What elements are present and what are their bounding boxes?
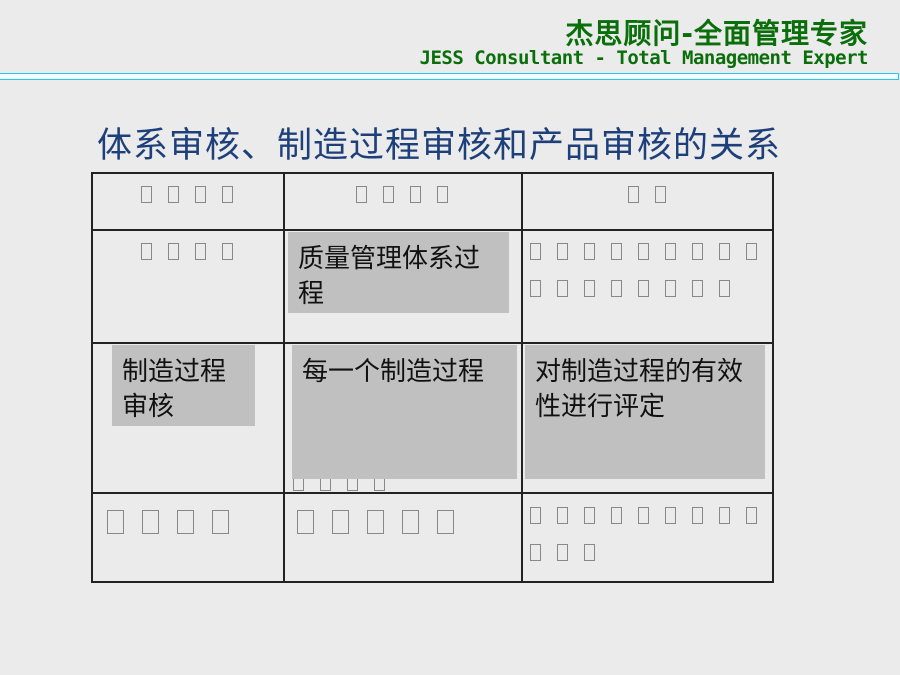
missing-glyph-box bbox=[719, 280, 730, 297]
slide-title: 体系审核、制造过程审核和产品审核的关系 bbox=[97, 126, 782, 166]
table-cell bbox=[522, 232, 772, 306]
missing-glyph-box bbox=[530, 507, 541, 524]
missing-glyph-box bbox=[383, 186, 394, 203]
missing-glyph-box bbox=[557, 507, 568, 524]
brand-title: 杰思顾问-全面管理专家 bbox=[565, 17, 868, 50]
missing-glyph-box bbox=[584, 243, 595, 260]
missing-glyph-box bbox=[530, 280, 541, 297]
missing-glyph-box bbox=[665, 280, 676, 297]
missing-glyph-box bbox=[402, 509, 419, 534]
missing-glyph-box bbox=[142, 509, 159, 534]
missing-glyph-box bbox=[655, 186, 666, 203]
table-cell-highlight: 质量管理体系过程 bbox=[288, 232, 509, 313]
missing-glyph-box bbox=[746, 507, 757, 524]
missing-glyph-box bbox=[195, 243, 206, 260]
missing-glyph-box bbox=[719, 243, 730, 260]
missing-glyph-box bbox=[222, 243, 233, 260]
missing-glyph-box bbox=[437, 186, 448, 203]
missing-glyph-box bbox=[584, 544, 595, 561]
missing-glyph-box bbox=[168, 243, 179, 260]
missing-glyph-box bbox=[141, 186, 152, 203]
header-cell bbox=[521, 175, 773, 213]
missing-glyph-box bbox=[356, 186, 367, 203]
brand-tagline: JESS Consultant - Total Management Exper… bbox=[419, 47, 869, 69]
missing-glyph-box bbox=[638, 507, 649, 524]
missing-glyph-box bbox=[611, 280, 622, 297]
missing-glyph-box bbox=[638, 280, 649, 297]
table-cell-highlight: 制造过程审核 bbox=[112, 345, 255, 426]
table-cell bbox=[522, 496, 772, 570]
missing-glyph-box bbox=[557, 280, 568, 297]
missing-glyph-box bbox=[692, 507, 703, 524]
table-cell-highlight: 每一个制造过程 bbox=[292, 345, 517, 479]
missing-glyph-box bbox=[410, 186, 421, 203]
table-cell bbox=[288, 502, 463, 540]
missing-glyph-box bbox=[222, 186, 233, 203]
missing-glyph-box bbox=[665, 243, 676, 260]
header-cell bbox=[283, 175, 521, 213]
missing-glyph-box bbox=[530, 243, 541, 260]
missing-glyph-box bbox=[557, 544, 568, 561]
missing-glyph-box bbox=[611, 507, 622, 524]
header-divider bbox=[0, 73, 899, 80]
missing-glyph-box bbox=[611, 243, 622, 260]
missing-glyph-box bbox=[177, 509, 194, 534]
missing-glyph-box bbox=[692, 243, 703, 260]
table-cell bbox=[91, 232, 283, 270]
missing-glyph-box bbox=[584, 507, 595, 524]
missing-glyph-box bbox=[557, 243, 568, 260]
table-cell-highlight: 对制造过程的有效性进行评定 bbox=[525, 345, 765, 479]
header-cell bbox=[91, 175, 283, 213]
missing-glyph-box bbox=[437, 509, 454, 534]
missing-glyph-box bbox=[141, 243, 152, 260]
missing-glyph-box bbox=[628, 186, 639, 203]
missing-glyph-box bbox=[297, 509, 314, 534]
missing-glyph-box bbox=[530, 544, 541, 561]
missing-glyph-box bbox=[195, 186, 206, 203]
missing-glyph-box bbox=[719, 507, 730, 524]
missing-glyph-box bbox=[665, 507, 676, 524]
missing-glyph-box bbox=[692, 280, 703, 297]
missing-glyph-box bbox=[168, 186, 179, 203]
missing-glyph-box bbox=[584, 280, 595, 297]
missing-glyph-box bbox=[746, 243, 757, 260]
missing-glyph-box bbox=[107, 509, 124, 534]
table-cell bbox=[98, 502, 238, 540]
missing-glyph-box bbox=[367, 509, 384, 534]
missing-glyph-box bbox=[638, 243, 649, 260]
missing-glyph-box bbox=[212, 509, 229, 534]
missing-glyph-box bbox=[332, 509, 349, 534]
